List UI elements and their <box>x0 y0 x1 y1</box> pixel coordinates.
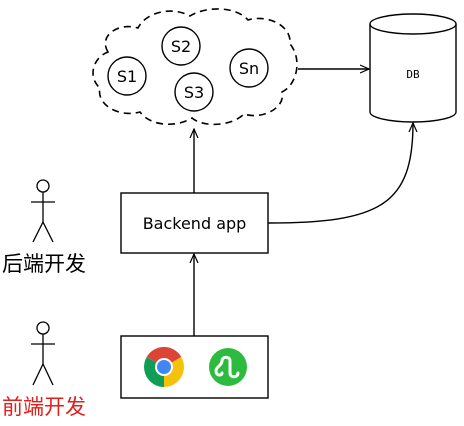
backend-app-box: Backend app <box>120 192 269 254</box>
frontend-developer-label: 前端开发 <box>2 395 86 419</box>
service-sn-label: Sn <box>239 59 259 78</box>
wechat-miniprogram-icon <box>209 348 247 386</box>
arrow-backend-to-db <box>267 123 413 224</box>
service-sn: Sn <box>229 48 269 88</box>
database-cylinder: DB <box>369 13 457 123</box>
service-s1-label: S1 <box>117 67 137 86</box>
chrome-icon <box>144 347 184 387</box>
service-s3: S3 <box>174 72 214 112</box>
service-s3-label: S3 <box>184 83 204 102</box>
backend-app-label: Backend app <box>143 214 247 233</box>
service-s1: S1 <box>107 56 147 96</box>
frontend-developer-figure <box>31 321 55 386</box>
backend-developer-figure <box>31 179 55 243</box>
service-s2-label: S2 <box>171 37 191 56</box>
database-label: DB <box>406 68 420 81</box>
backend-developer-label: 后端开发 <box>2 252 86 276</box>
service-cloud <box>92 8 298 126</box>
service-s2: S2 <box>161 26 201 66</box>
